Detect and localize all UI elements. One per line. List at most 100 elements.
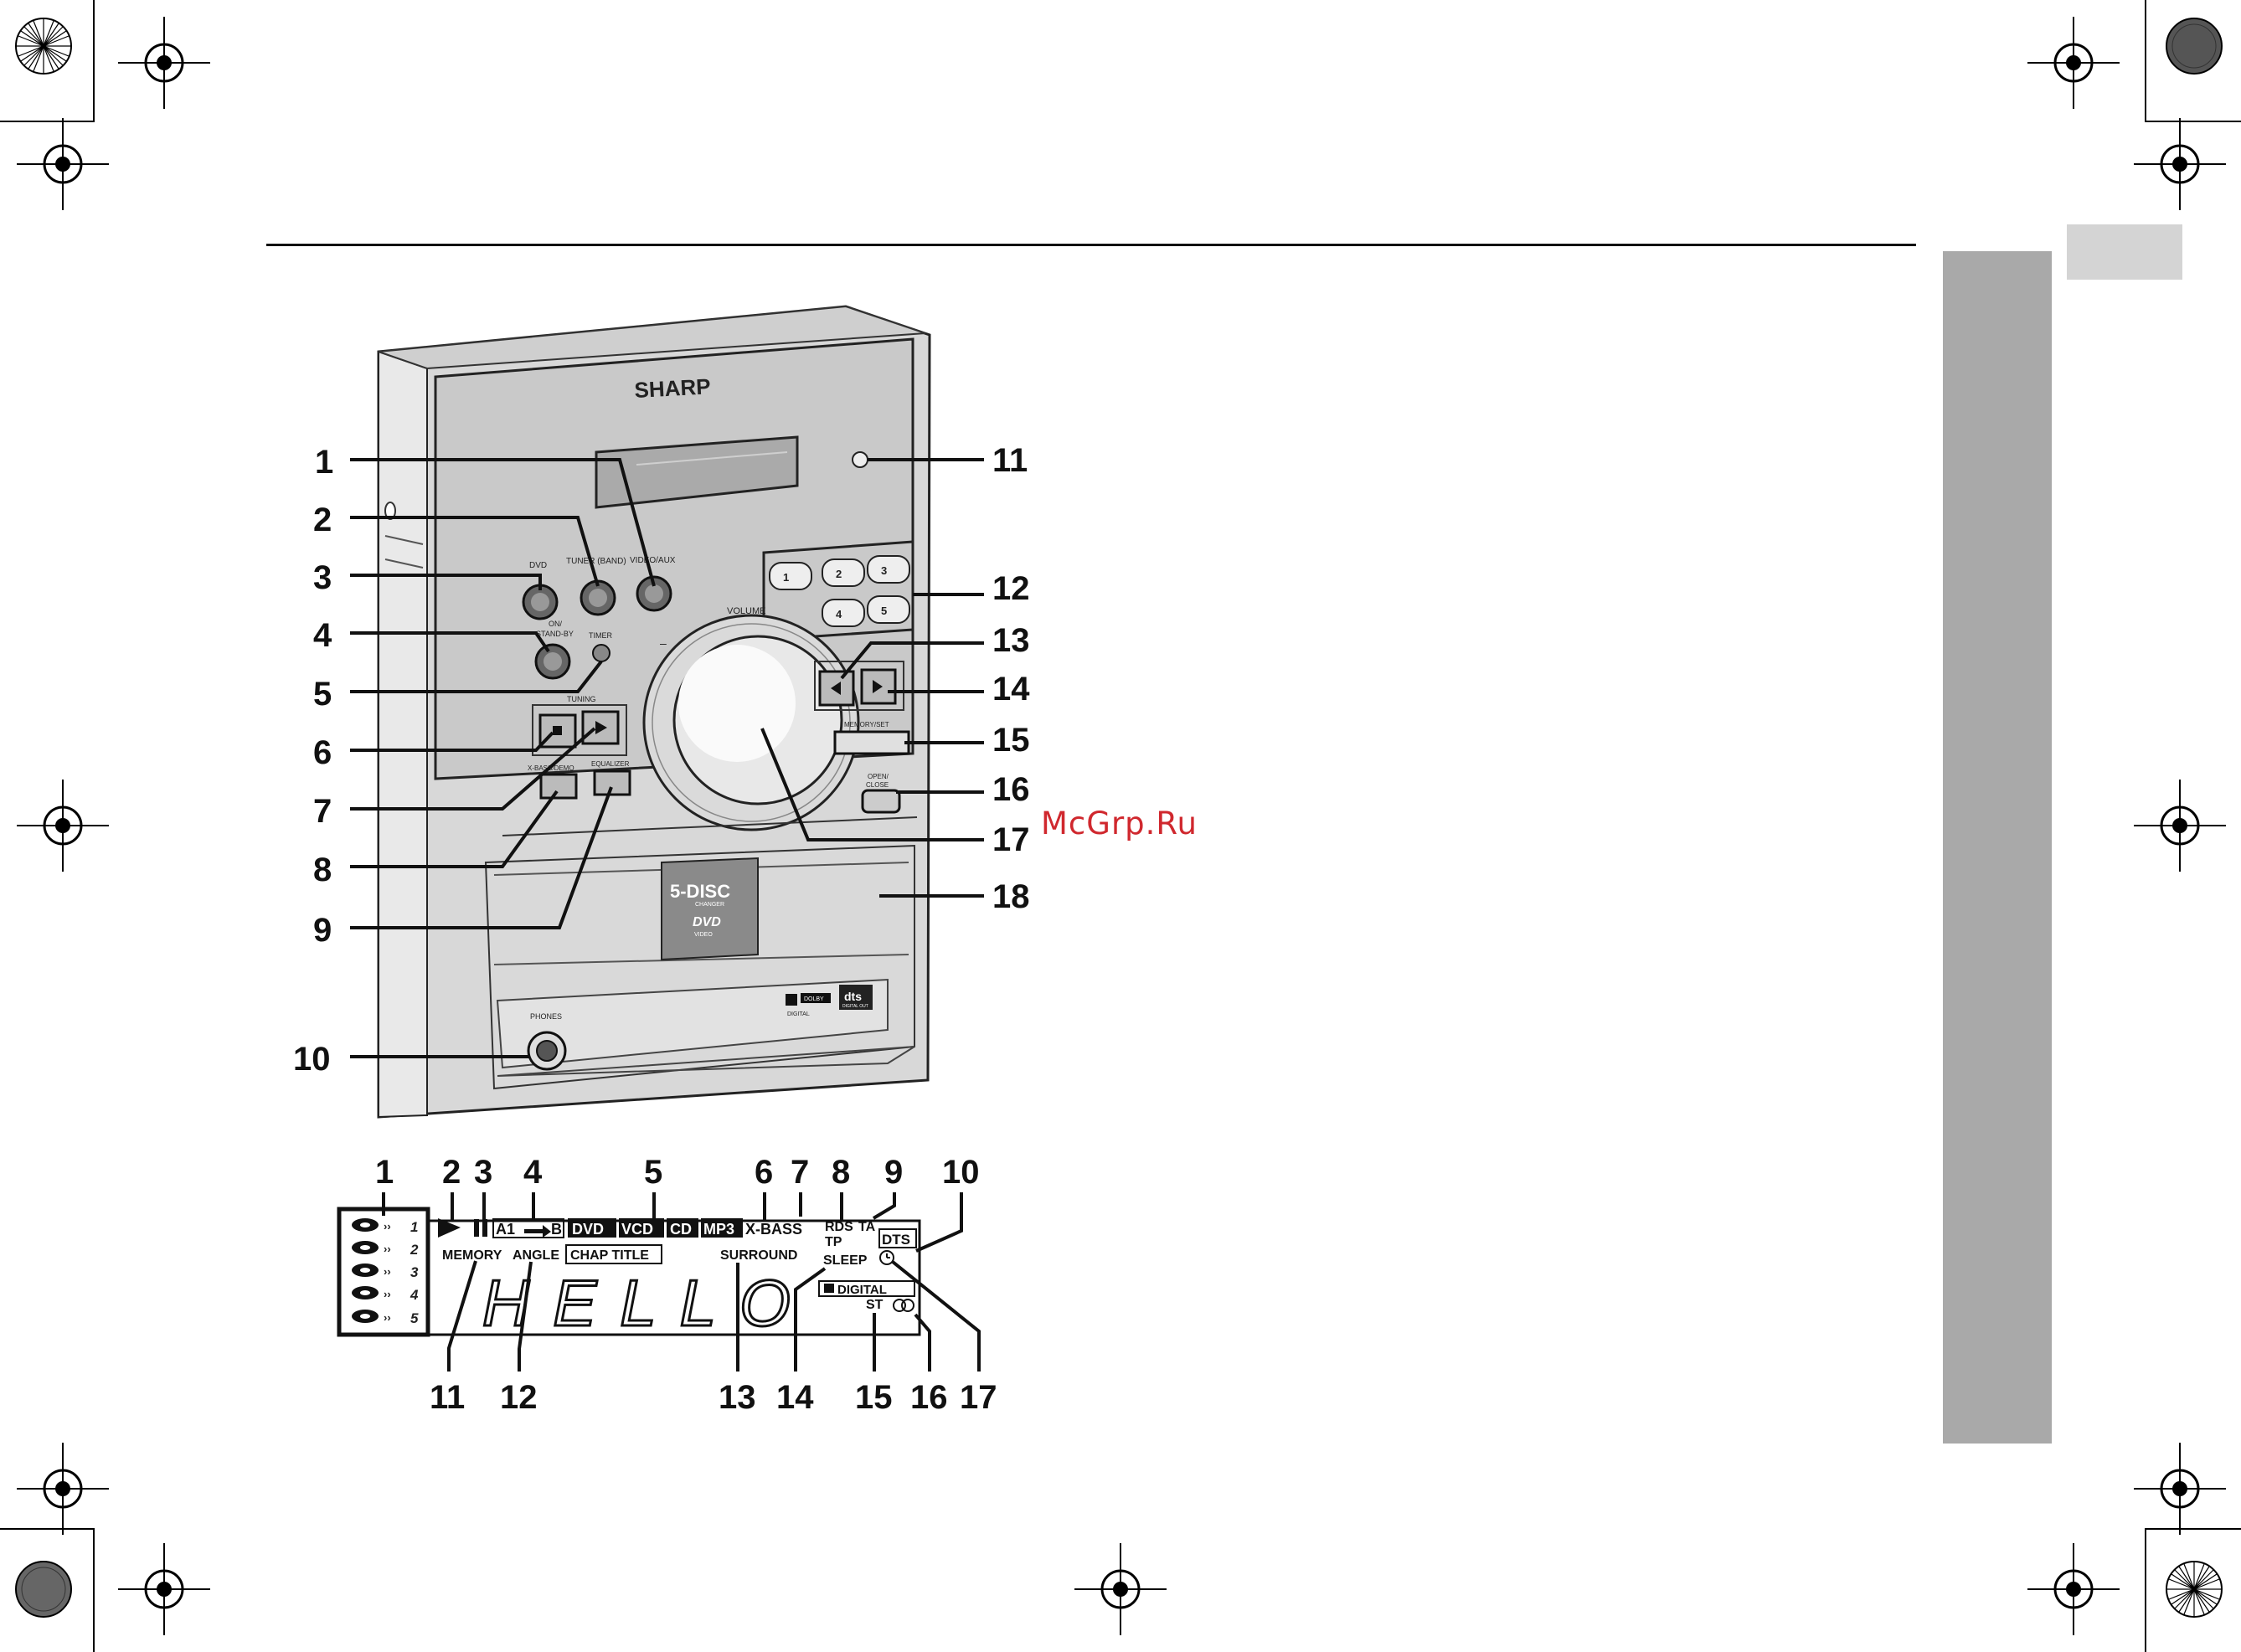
unit-callout-9: 9 — [313, 912, 332, 949]
display-callout-12: 12 — [500, 1379, 538, 1416]
disc-button-5[interactable]: 5 — [867, 595, 910, 624]
on-standby-button[interactable] — [534, 643, 571, 680]
svg-text:3: 3 — [881, 564, 887, 577]
svg-text:3: 3 — [410, 1264, 419, 1280]
dts-indicator: DTS — [882, 1232, 910, 1248]
dts-logo: dts DIGITAL OUT — [839, 985, 873, 1010]
svg-text:››: ›› — [384, 1243, 391, 1255]
display-callout-5: 5 — [644, 1154, 662, 1191]
rds-indicator: RDS — [825, 1220, 853, 1234]
display-callout-16: 16 — [910, 1379, 948, 1416]
segment-display-text: HELLO — [482, 1266, 814, 1340]
svg-text:››: ›› — [384, 1220, 391, 1233]
digital-indicator: DIGITAL — [837, 1283, 887, 1297]
equalizer-button[interactable] — [593, 769, 631, 796]
disc-button-4[interactable]: 4 — [822, 599, 865, 627]
display-callout-6: 6 — [755, 1154, 773, 1191]
volume-knob[interactable] — [672, 635, 843, 805]
svg-text:2: 2 — [410, 1242, 419, 1258]
timer-label: TIMER — [589, 631, 612, 640]
unit-callout-10: 10 — [293, 1041, 331, 1078]
unit-callout-2: 2 — [313, 502, 332, 538]
equalizer-label: EQUALIZER — [591, 760, 630, 768]
unit-callout-4: 4 — [313, 617, 332, 654]
svg-text:DVD: DVD — [572, 1221, 604, 1238]
video-aux-label: VIDEO/AUX — [630, 556, 676, 565]
unit-callout-3: 3 — [313, 559, 332, 596]
tuning-label: TUNING — [567, 695, 596, 703]
svg-text:4: 4 — [836, 608, 842, 620]
svg-text:VIDEO: VIDEO — [694, 932, 713, 938]
skip-forward-button[interactable] — [860, 668, 897, 705]
svg-text:VCD: VCD — [621, 1221, 653, 1238]
play-pause-button[interactable] — [581, 710, 620, 745]
display-callout-10: 10 — [942, 1154, 980, 1191]
repeat-b-indicator: B — [551, 1221, 562, 1238]
unit-callout-5: 5 — [313, 676, 332, 713]
unit-callout-12: 12 — [992, 570, 1030, 607]
format-indicators: DVD VCD CD MP3 — [568, 1218, 743, 1238]
display-callout-4: 4 — [523, 1154, 543, 1191]
tuner-band-label: TUNER (BAND) — [566, 557, 626, 566]
display-callout-8: 8 — [832, 1154, 850, 1191]
surround-indicator: SURROUND — [720, 1248, 797, 1263]
open-close-label-2: CLOSE — [866, 781, 889, 789]
disc-indicators: ››1 ››2 ››3 ››4 ››5 — [352, 1218, 419, 1326]
svg-text:5: 5 — [410, 1310, 419, 1326]
video-aux-button[interactable] — [636, 575, 672, 612]
changer-logo: 5-DISC CHANGER DVD VIDEO — [661, 857, 759, 961]
display-callout-1: 1 — [375, 1154, 394, 1191]
display-callout-3: 3 — [474, 1154, 492, 1191]
open-close-label: OPEN/ — [868, 773, 889, 780]
display-callout-2: 2 — [442, 1154, 461, 1191]
open-close-button[interactable] — [861, 789, 901, 814]
timer-clock-icon — [879, 1250, 894, 1265]
pause-indicator-icon — [474, 1219, 479, 1237]
disc-button-2[interactable]: 2 — [822, 558, 865, 587]
svg-text:DIGITAL OUT: DIGITAL OUT — [842, 1004, 868, 1009]
display-callout-14: 14 — [776, 1379, 814, 1416]
demo-button[interactable] — [539, 773, 578, 800]
dvd-button-label: DVD — [529, 561, 547, 570]
svg-text:MP3: MP3 — [703, 1221, 734, 1238]
svg-text:DVD: DVD — [693, 915, 721, 929]
svg-text:DIGITAL: DIGITAL — [787, 1011, 810, 1017]
disc-button-1[interactable]: 1 — [769, 562, 812, 590]
display-callout-15: 15 — [855, 1379, 893, 1416]
sleep-indicator: SLEEP — [823, 1253, 868, 1268]
display-callout-13: 13 — [719, 1379, 756, 1416]
side-tab-small — [2067, 224, 2182, 280]
svg-text:1: 1 — [783, 571, 789, 584]
svg-text:dts: dts — [844, 990, 862, 1003]
brand-logo: SHARP — [634, 373, 711, 403]
angle-indicator: ANGLE — [513, 1248, 559, 1263]
tp-indicator: TP — [825, 1235, 842, 1249]
display-callout-9: 9 — [884, 1154, 903, 1191]
play-indicator-icon — [438, 1218, 461, 1238]
svg-text:››: ›› — [384, 1311, 391, 1324]
unit-callout-8: 8 — [313, 852, 332, 888]
unit-callout-16: 16 — [992, 771, 1030, 808]
svg-text:1: 1 — [410, 1219, 418, 1235]
memory-set-label: MEMORY/SET — [844, 721, 889, 728]
display-callout-17: 17 — [960, 1379, 997, 1416]
memory-indicator: MEMORY — [442, 1248, 502, 1263]
dolby-digital-logo: DOLBY DIGITAL — [786, 993, 831, 1017]
skip-back-button[interactable] — [818, 670, 855, 707]
svg-text:CHANGER: CHANGER — [695, 902, 724, 908]
on-standby-label: ON/ — [549, 620, 563, 628]
svg-text:2: 2 — [836, 568, 842, 580]
stereo-indicator: ST — [866, 1298, 884, 1312]
svg-text:››: ›› — [384, 1265, 391, 1278]
on-standby-label-2: STAND-BY — [536, 630, 574, 638]
disc-button-3[interactable]: 3 — [867, 555, 910, 584]
phones-jack[interactable] — [527, 1031, 567, 1071]
svg-text:DOLBY: DOLBY — [804, 996, 824, 1002]
unit-callout-1: 1 — [315, 444, 333, 481]
svg-text:5-DISC: 5-DISC — [670, 881, 730, 902]
unit-callout-17: 17 — [992, 821, 1030, 858]
